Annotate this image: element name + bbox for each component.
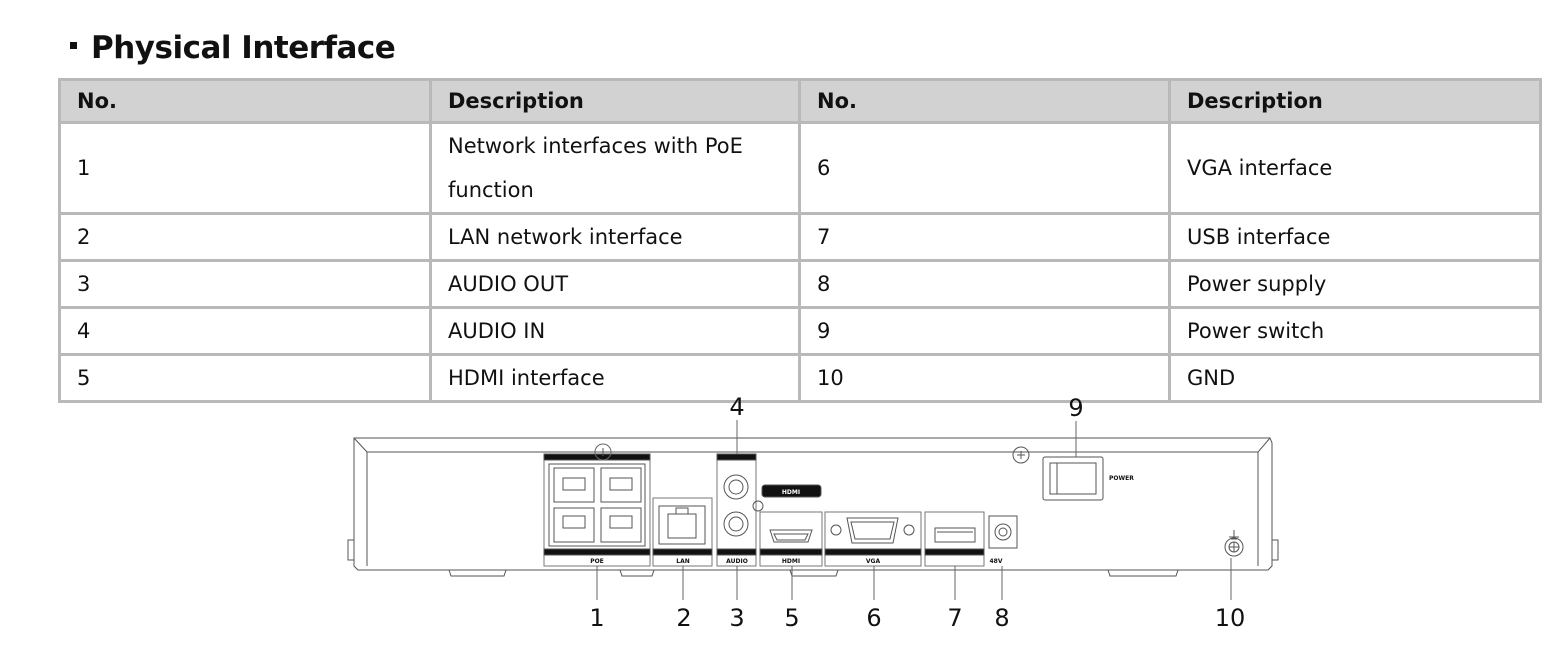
callout-3: 3 xyxy=(729,604,744,632)
power-jack xyxy=(988,515,1018,549)
cell-description: HDMI interface xyxy=(429,353,801,403)
table-row: 1 Network interfaces with PoE function 6… xyxy=(58,121,1542,215)
cell-no: 1 xyxy=(58,121,432,215)
cell-no: 5 xyxy=(58,353,432,403)
table-row: 2 LAN network interface 7 USB interface xyxy=(58,212,1542,262)
cell-no: 3 xyxy=(58,259,432,309)
callout-1: 1 xyxy=(589,604,604,632)
cell-no: 8 xyxy=(798,259,1171,309)
power-voltage-label: 48V xyxy=(990,558,1003,565)
section-heading: Physical Interface xyxy=(70,30,396,66)
audio-label: AUDIO xyxy=(726,558,748,565)
power-switch xyxy=(1042,456,1104,501)
rear-panel-diagram: POE LAN AUDIO HDMI HDMI VGA 48V POWER 1 … xyxy=(347,395,1279,632)
chassis-screw xyxy=(1012,446,1030,464)
section-title: Physical Interface xyxy=(91,30,396,66)
usb-port xyxy=(924,511,985,567)
callout-9: 9 xyxy=(1068,395,1083,422)
callout-5: 5 xyxy=(784,604,799,632)
gnd-terminal xyxy=(1224,530,1244,557)
hdmi-label: HDMI xyxy=(782,558,800,565)
lan-label: LAN xyxy=(676,558,690,565)
bullet-icon xyxy=(70,42,77,49)
power-switch-label: POWER xyxy=(1109,475,1134,482)
cell-no: 2 xyxy=(58,212,432,262)
table-row: 4 AUDIO IN 9 Power switch xyxy=(58,306,1542,356)
vga-port xyxy=(824,511,922,567)
cell-no: 6 xyxy=(798,121,1171,215)
poe-label: POE xyxy=(590,558,604,565)
cell-description: LAN network interface xyxy=(429,212,801,262)
table-header-row: No. Description No. Description xyxy=(58,78,1542,124)
cell-description: Network interfaces with PoE function xyxy=(429,121,801,215)
chassis xyxy=(347,437,1279,577)
cell-no: 7 xyxy=(798,212,1171,262)
interface-table: No. Description No. Description 1 Networ… xyxy=(58,78,1542,403)
cell-no: 9 xyxy=(798,306,1171,356)
hdmi-port xyxy=(759,484,823,567)
header-no-1: No. xyxy=(58,78,432,124)
callout-8: 8 xyxy=(994,604,1009,632)
cell-description: AUDIO OUT xyxy=(429,259,801,309)
table-row: 5 HDMI interface 10 GND xyxy=(58,353,1542,403)
cell-description: GND xyxy=(1168,353,1542,403)
poe-ports xyxy=(543,443,651,567)
callout-7: 7 xyxy=(947,604,962,632)
cell-description: USB interface xyxy=(1168,212,1542,262)
header-no-2: No. xyxy=(798,78,1171,124)
cell-no: 4 xyxy=(58,306,432,356)
table-row: 3 AUDIO OUT 8 Power supply xyxy=(58,259,1542,309)
lan-port xyxy=(652,497,713,567)
cell-description: AUDIO IN xyxy=(429,306,801,356)
cell-description: Power supply xyxy=(1168,259,1542,309)
vga-label: VGA xyxy=(866,558,881,565)
header-description-2: Description xyxy=(1168,78,1542,124)
callout-10: 10 xyxy=(1215,604,1246,632)
cell-description: Power switch xyxy=(1168,306,1542,356)
cell-description: VGA interface xyxy=(1168,121,1542,215)
callout-lines xyxy=(596,420,1232,600)
cell-no: 10 xyxy=(798,353,1171,403)
header-description-1: Description xyxy=(429,78,801,124)
callout-6: 6 xyxy=(866,604,881,632)
audio-ports xyxy=(716,453,764,567)
callout-2: 2 xyxy=(676,604,691,632)
callout-4: 4 xyxy=(729,395,744,421)
hdmi-logo: HDMI xyxy=(782,489,800,496)
